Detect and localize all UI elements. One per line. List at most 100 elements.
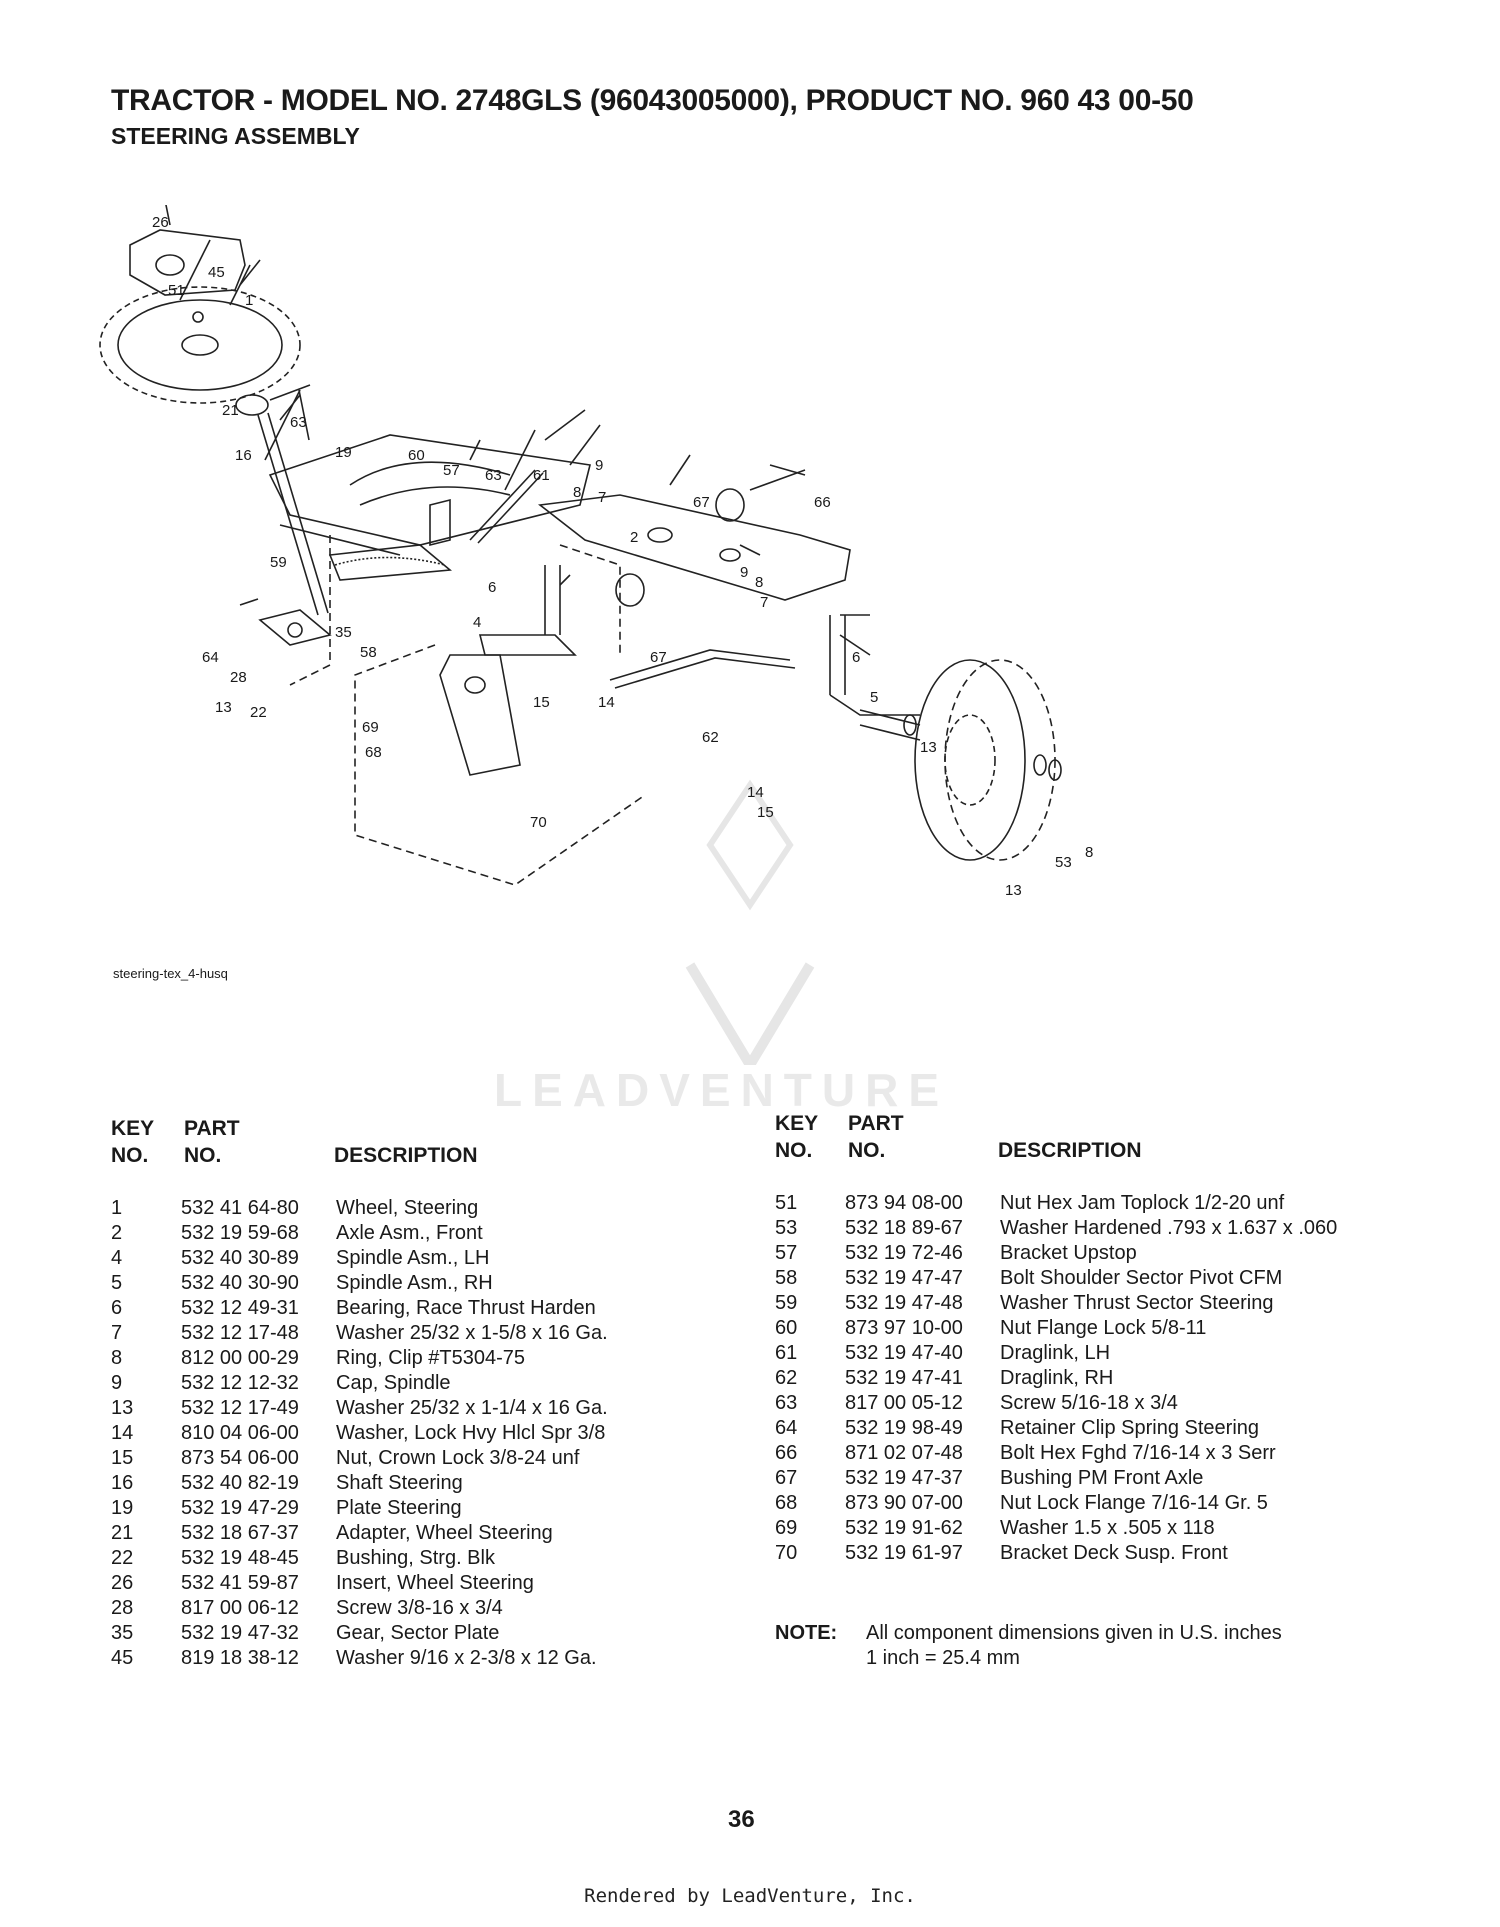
part-number: 532 18 89-67 [845,1217,963,1239]
key-number: 64 [775,1417,798,1439]
key-number: 61 [775,1342,798,1364]
callout-62: 62 [702,729,719,746]
key-number: 62 [775,1367,798,1389]
callout-58: 58 [360,644,377,661]
callout-66: 66 [814,494,831,511]
key-number: 5 [111,1272,123,1294]
part-description: Washer 25/32 x 1-5/8 x 16 Ga. [336,1322,608,1344]
callout-5: 5 [870,689,878,706]
key-number: 53 [775,1217,798,1239]
page-title: TRACTOR - MODEL NO. 2748GLS (96043005000… [111,84,1194,117]
key-number: 22 [111,1547,134,1569]
part-number: 873 54 06-00 [181,1447,299,1469]
part-number: 532 19 47-48 [845,1292,963,1314]
callout-7b: 7 [760,594,768,611]
part-number: 817 00 06-12 [181,1597,299,1619]
key-number: 59 [775,1292,798,1314]
part-number: 532 12 49-31 [181,1297,299,1319]
callout-6a: 6 [488,579,496,596]
part-description: Washer 25/32 x 1-1/4 x 16 Ga. [336,1397,608,1419]
header-part-line1: PART [184,1117,240,1140]
part-description: Spindle Asm., LH [336,1247,490,1269]
callout-9b: 9 [740,564,748,581]
page-subtitle: STEERING ASSEMBLY [111,123,360,149]
callout-13c: 13 [1005,882,1022,899]
header-description: DESCRIPTION [998,1139,1142,1162]
steering-assembly-diagram: 26 45 51 1 21 16 63 19 60 57 63 61 9 8 7… [90,205,1410,1065]
part-description: Cap, Spindle [336,1372,451,1394]
callout-7a: 7 [598,489,606,506]
part-description: Washer Hardened .793 x 1.637 x .060 [1000,1217,1338,1239]
part-description: Nut Lock Flange 7/16-14 Gr. 5 [1000,1492,1268,1514]
key-number: 15 [111,1447,134,1469]
part-number: 532 19 47-29 [181,1497,299,1519]
part-number: 871 02 07-48 [845,1442,963,1464]
callout-8b: 8 [755,574,763,591]
part-description: Washer, Lock Hvy Hlcl Spr 3/8 [336,1422,606,1444]
note-line-1: All component dimensions given in U.S. i… [866,1622,1282,1644]
callout-13a: 13 [215,699,232,716]
part-number: 532 19 91-62 [845,1517,963,1539]
part-description: Draglink, LH [1000,1342,1111,1364]
callout-59: 59 [270,554,287,571]
part-description: Bracket Upstop [1000,1242,1137,1264]
part-number: 532 41 59-87 [181,1572,299,1594]
key-number: 69 [775,1517,798,1539]
key-number: 58 [775,1267,798,1289]
callout-67b: 67 [650,649,667,666]
part-description: Shaft Steering [336,1472,463,1494]
callout-35: 35 [335,624,352,641]
callout-69: 69 [362,719,379,736]
page-number: 36 [728,1806,755,1833]
callout-68: 68 [365,744,382,761]
part-description: Ring, Clip #T5304-75 [336,1347,525,1369]
callout-61: 61 [533,467,550,484]
part-number: 532 19 61-97 [845,1542,963,1564]
key-number: 57 [775,1242,798,1264]
callout-53: 53 [1055,854,1072,871]
key-number: 2 [111,1222,123,1244]
part-description: Draglink, RH [1000,1367,1114,1389]
callout-4: 4 [473,614,481,631]
key-number: 8 [111,1347,123,1369]
part-number: 812 00 00-29 [181,1347,299,1369]
header-part-line1: PART [848,1112,904,1135]
key-number: 9 [111,1372,123,1394]
key-number: 26 [111,1572,134,1594]
part-description: Bearing, Race Thrust Harden [336,1297,596,1319]
key-number: 45 [111,1647,134,1669]
callout-51: 51 [168,282,185,299]
header-key-line2: NO. [775,1139,813,1162]
key-number: 13 [111,1397,134,1419]
rendered-by-footer: Rendered by LeadVenture, Inc. [584,1885,916,1907]
part-description: Nut Flange Lock 5/8-11 [1000,1317,1207,1339]
part-number: 532 19 48-45 [181,1547,299,1569]
part-description: Washer Thrust Sector Steering [1000,1292,1274,1314]
key-number: 16 [111,1472,134,1494]
callout-21: 21 [222,402,239,419]
header-part-line2: NO. [184,1144,222,1167]
part-number: 532 19 59-68 [181,1222,299,1244]
key-number: 51 [775,1192,798,1214]
part-description: Insert, Wheel Steering [336,1572,534,1594]
part-description: Retainer Clip Spring Steering [1000,1417,1260,1439]
callout-45: 45 [208,264,225,281]
key-number: 28 [111,1597,134,1619]
part-description: Bolt Shoulder Sector Pivot CFM [1000,1267,1283,1289]
key-number: 66 [775,1442,798,1464]
part-description: Nut, Crown Lock 3/8-24 unf [336,1447,580,1469]
callout-64: 64 [202,649,219,666]
callout-28: 28 [230,669,247,686]
part-number: 873 97 10-00 [845,1317,963,1339]
callout-15a: 15 [533,694,550,711]
callout-9a: 9 [595,457,603,474]
part-description: Washer 9/16 x 2-3/8 x 12 Ga. [336,1647,597,1669]
callout-1: 1 [245,292,253,309]
callout-57: 57 [443,462,460,479]
callout-67a: 67 [693,494,710,511]
callout-22: 22 [250,704,267,721]
part-description: Bushing PM Front Axle [1000,1467,1204,1489]
watermark-text: LEADVENTURE [494,1064,950,1116]
callout-15b: 15 [757,804,774,821]
